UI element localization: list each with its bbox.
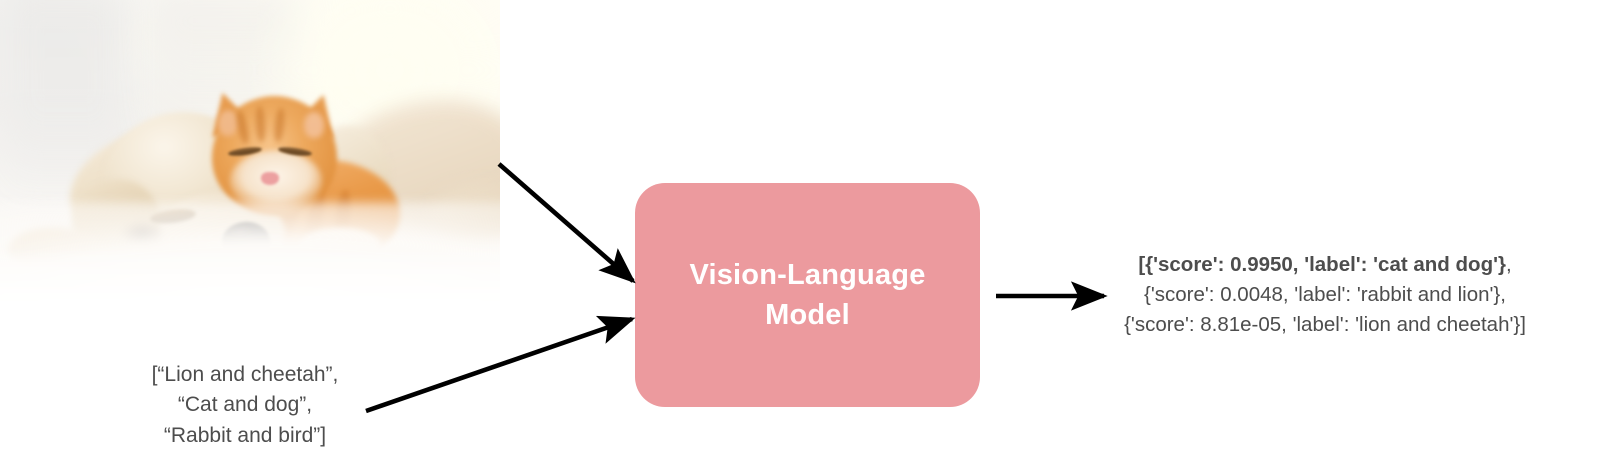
candidate-labels-line-3: “Rabbit and bird”] — [163, 423, 327, 447]
candidate-labels-line-1: [“Lion and cheetah”, — [151, 363, 339, 386]
kitten-inner-ear-left — [218, 110, 238, 136]
model-output-predictions: [{'score': 0.9950, 'label': 'cat and dog… — [1060, 250, 1590, 340]
prompts-to-model-arrow — [365, 315, 636, 414]
input-image — [0, 0, 500, 332]
model-label-line1: Vision-Language — [689, 258, 926, 291]
prediction-top-score: [{'score': 0.9950, 'label': 'cat and dog… — [1138, 253, 1506, 276]
image-to-model-arrow — [497, 162, 636, 284]
photo-soft-overlay — [0, 0, 500, 332]
prediction-line-2: {'score': 0.0048, 'label': 'rabbit and l… — [1144, 282, 1506, 306]
kitten-nose — [261, 172, 279, 185]
prediction-line-1: [{'score': 0.9950, 'label': 'cat and dog… — [1060, 250, 1590, 280]
prediction-line-1-tail: , — [1505, 253, 1512, 276]
prediction-line-3: {'score': 8.81e-05, 'label': 'lion and c… — [1124, 312, 1526, 336]
model-label-line2: Model — [765, 299, 850, 331]
model-box-label: Vision-Language Model — [689, 255, 925, 335]
kitten-inner-ear-right — [304, 112, 324, 138]
candidate-labels-list: [“Lion and cheetah”, “Cat and dog”, “Rab… — [100, 360, 390, 451]
candidate-labels-line-2: “Cat and dog”, — [177, 393, 313, 417]
vision-language-model-box: Vision-Language Model — [635, 183, 980, 407]
